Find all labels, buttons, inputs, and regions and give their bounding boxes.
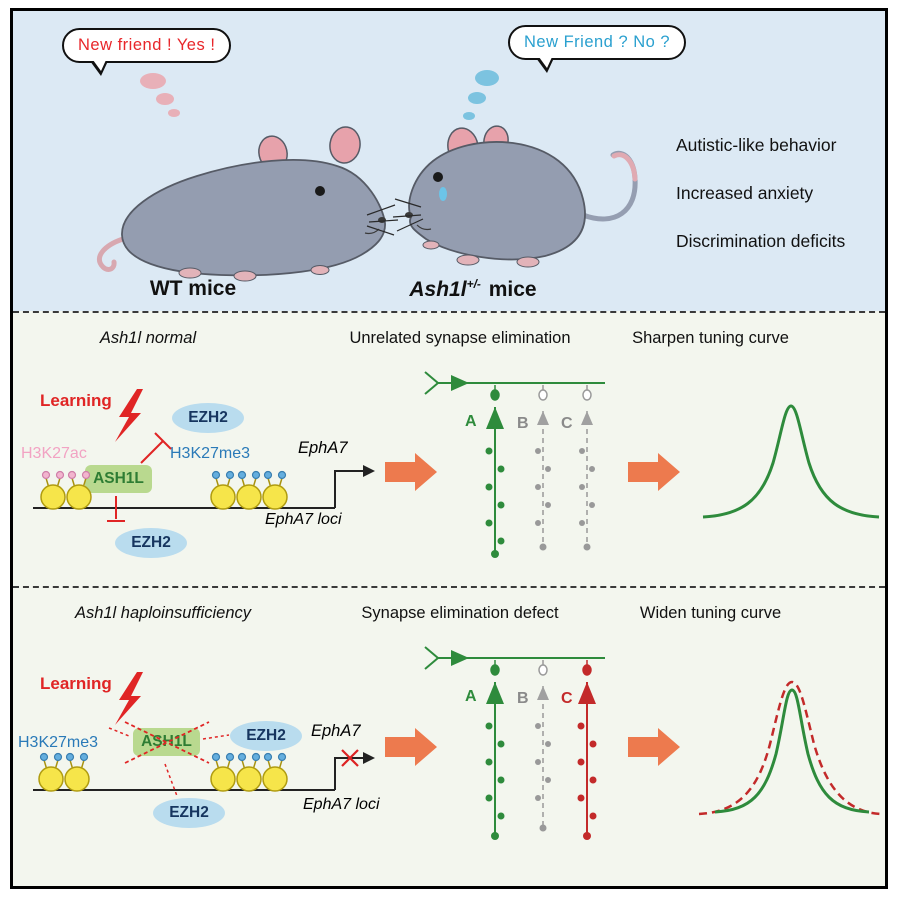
normal-pathway-panel: Ash1l normal Unrelated synapse eliminati… (13, 311, 885, 586)
behavior-list: Autistic-like behavior Increased anxiety… (676, 135, 845, 252)
haploinsufficiency-panel: Ash1l haploinsufficiency Synapse elimina… (13, 586, 885, 886)
h3k27me3-label: H3K27me3 (18, 734, 99, 751)
axon-b-eliminated (535, 411, 551, 551)
haplo-synapse-title: Synapse elimination defect (361, 604, 559, 622)
wt-speech-bubble: New friend ! Yes ! (62, 28, 232, 76)
dashed-divider (13, 586, 885, 588)
axon-a-green (485, 407, 505, 558)
behavior-item: Increased anxiety (676, 183, 814, 203)
ezh2-badge: EZH2 (153, 798, 225, 828)
wt-thought-dots (140, 73, 180, 117)
h3k27me3-label: H3K27me3 (170, 445, 251, 462)
wt-mice-label: WT mice (149, 277, 237, 300)
behavior-panel: New friend ! Yes ! New Friend ? No ? (13, 11, 885, 311)
tuning-curve-normal (714, 688, 870, 814)
wt-mouse-tail (96, 236, 126, 272)
mutant-genotype-sup: +/- (466, 277, 481, 291)
axon-c-eliminated (579, 411, 595, 551)
axon-b-eliminated (535, 686, 551, 832)
lightning-icon (115, 672, 143, 725)
nucleosomes-h3k27ac (40, 470, 92, 510)
transcription-arrow-icon (363, 752, 375, 764)
flow-arrow-icon (385, 453, 437, 491)
haplo-title: Ash1l haploinsufficiency (74, 604, 252, 622)
mutant-mouse-whiskers (392, 198, 424, 232)
ash1l-badge-crossed: ASH1L (133, 728, 200, 756)
mutant-mouse-illustration (392, 125, 638, 268)
ezh2-badge: EZH2 (230, 721, 302, 751)
normal-synapse-title: Unrelated synapse elimination (349, 329, 571, 347)
behavior-item: Autistic-like behavior (676, 135, 837, 155)
neuron-b-label: B (517, 415, 529, 432)
epha7-gene-label: EphA7 (298, 439, 348, 457)
neuron-a-label: A (465, 413, 477, 430)
normal-curve-title: Sharpen tuning curve (632, 329, 789, 347)
transcription-arrow-icon (363, 465, 375, 477)
neuron-b-label: B (517, 690, 529, 707)
axon-a-green (485, 682, 505, 840)
epha7-loci-label: EphA7 loci (265, 511, 342, 528)
nucleosomes-h3k27me3 (38, 752, 288, 792)
mutant-mice-label: Ash1l+/- mice (373, 277, 573, 302)
flow-arrow-icon (385, 728, 437, 766)
wt-speech-text: New friend ! Yes ! (78, 36, 216, 54)
wt-mouse-body (121, 159, 386, 277)
mutant-thought-dots (463, 70, 499, 120)
ezh2-badge: EZH2 (172, 403, 244, 433)
normal-title: Ash1l normal (99, 329, 197, 347)
tuning-curve-sharp (702, 404, 880, 519)
tear-icon (439, 187, 447, 201)
epha7-loci-label: EphA7 loci (303, 796, 380, 813)
axon-c-defect-red (577, 682, 597, 840)
lightning-icon (115, 389, 143, 442)
mutant-mouse-body (408, 141, 586, 261)
wt-mouse-illustration (96, 126, 399, 282)
flow-arrow-icon (628, 453, 680, 491)
mutant-label-suffix: mice (488, 278, 537, 301)
synapse-elimination-diagram (424, 371, 605, 558)
red-cross-icon (341, 749, 359, 767)
figure-border: New friend ! Yes ! New Friend ? No ? (10, 8, 888, 889)
learning-label: Learning (40, 674, 112, 693)
mutant-gene-name: Ash1l (409, 278, 467, 301)
flow-arrow-icon (628, 728, 680, 766)
wt-mouse-whiskers (366, 204, 399, 236)
ash1l-badge: ASH1L (85, 465, 152, 493)
dashed-divider (13, 311, 885, 313)
mutant-mouse-tail (580, 150, 638, 222)
epha7-gene-label: EphA7 (311, 722, 361, 740)
neuron-c-label: C (561, 690, 573, 707)
behavior-item: Discrimination deficits (676, 231, 846, 251)
mutant-speech-bubble: New Friend ? No ? (508, 25, 687, 73)
h3k27ac-label: H3K27ac (21, 445, 87, 462)
neuron-a-label: A (465, 688, 477, 705)
learning-label: Learning (40, 391, 112, 410)
neuron-c-label: C (561, 415, 573, 432)
mutant-speech-text: New Friend ? No ? (524, 33, 671, 51)
tuning-curve-widened (698, 680, 882, 816)
nucleosomes-h3k27me3 (210, 470, 288, 510)
synapse-defect-diagram (424, 646, 605, 840)
haplo-curve-title: Widen tuning curve (639, 604, 782, 622)
ezh2-badge: EZH2 (115, 528, 187, 558)
